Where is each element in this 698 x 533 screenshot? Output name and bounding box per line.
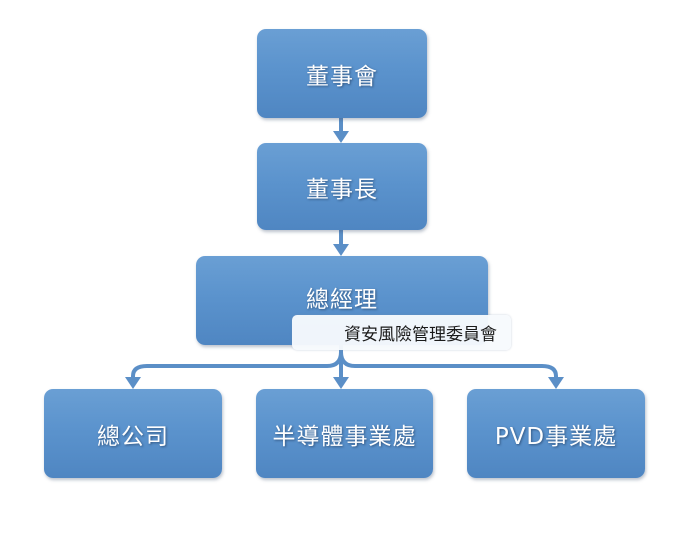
arrowhead-chairman — [333, 131, 349, 143]
edge-gm-pvd — [339, 351, 558, 379]
edge-gm-headquarters — [131, 351, 343, 379]
node-chairman: 董事長 — [257, 143, 427, 230]
node-semiconductor-division: 半導體事業處 — [256, 389, 433, 478]
arrowhead-gm — [333, 244, 349, 256]
arrowhead-semiconductor — [333, 377, 349, 389]
node-headquarters: 總公司 — [44, 389, 222, 478]
node-pvd-division: PVD事業處 — [467, 389, 645, 478]
node-headquarters-label: 總公司 — [97, 423, 169, 450]
node-pvd-label: PVD事業處 — [494, 423, 618, 450]
node-board: 董事會 — [257, 29, 427, 118]
node-general-manager-label: 總經理 — [306, 287, 378, 313]
node-board-label: 董事會 — [306, 63, 378, 90]
arrowhead-pvd — [548, 377, 564, 389]
node-chairman-label: 董事長 — [306, 176, 378, 203]
node-security-risk-committee: 資安風險管理委員會 — [292, 315, 511, 350]
node-committee-label: 資安風險管理委員會 — [344, 325, 497, 345]
arrowhead-headquarters — [125, 377, 141, 389]
node-semiconductor-label: 半導體事業處 — [272, 423, 417, 450]
